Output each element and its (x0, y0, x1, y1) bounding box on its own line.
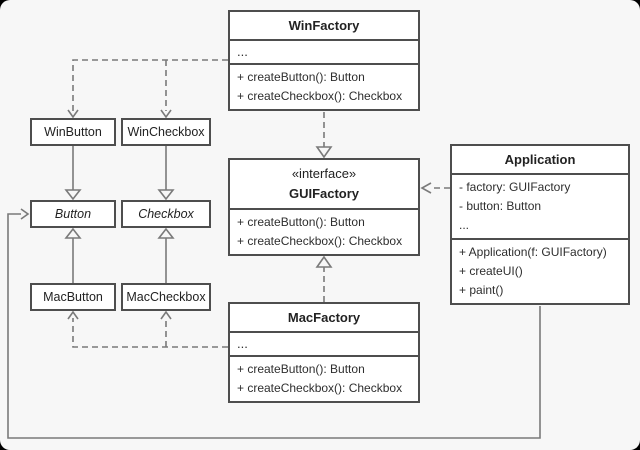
inheritance-wincheckbox-checkbox (157, 146, 175, 201)
method-create-button: + createButton(): Button (237, 70, 365, 84)
class-winfactory-methods: + createButton(): Button + createCheckbo… (230, 63, 418, 109)
method-create-checkbox: + createCheckbox(): Checkbox (237, 381, 403, 395)
field-ellipsis: ... (459, 218, 470, 232)
class-application-fields: - factory: GUIFactory - button: Button .… (452, 173, 628, 238)
inheritance-winbutton-button (64, 146, 82, 201)
realization-macfactory-guifactory (315, 255, 333, 302)
class-winbutton: WinButton (30, 118, 116, 146)
dependency-winfactory-wincheckbox (160, 60, 172, 119)
realization-winfactory-guifactory (315, 112, 333, 159)
interface-stereotype: «interface» (291, 166, 357, 181)
class-macfactory: MacFactory ... + createButton(): Button … (228, 302, 420, 403)
field-button: - button: Button (459, 199, 542, 213)
method-constructor: + Application(f: GUIFactory) (459, 245, 607, 259)
class-application-methods: + Application(f: GUIFactory) + createUI(… (452, 238, 628, 303)
class-wincheckbox: WinCheckbox (121, 118, 211, 146)
inheritance-maccheckbox-checkbox (157, 227, 175, 283)
interface-guifactory-title: «interface» GUIFactory (230, 160, 418, 208)
class-application: Application - factory: GUIFactory - butt… (450, 144, 630, 305)
method-paint: + paint() (459, 283, 504, 297)
class-maccheckbox: MacCheckbox (121, 283, 211, 311)
dependency-macfactory-maccheckbox (160, 310, 172, 347)
class-macfactory-name: MacFactory (287, 310, 361, 325)
class-button: Button (30, 200, 116, 228)
dependency-application-guifactory (420, 182, 450, 194)
association-application-button (7, 208, 541, 439)
interface-guifactory-name: GUIFactory (288, 186, 360, 201)
class-macbutton: MacButton (30, 283, 116, 311)
class-macfactory-methods: + createButton(): Button + createCheckbo… (230, 355, 418, 401)
method-create-button: + createButton(): Button (237, 362, 365, 376)
interface-guifactory: «interface» GUIFactory + createButton():… (228, 158, 420, 256)
class-checkbox: Checkbox (121, 200, 211, 228)
field-factory: - factory: GUIFactory (459, 180, 571, 194)
class-winfactory: WinFactory ... + createButton(): Button … (228, 10, 420, 111)
dependency-macfactory-macbutton (67, 310, 228, 348)
class-application-name: Application (504, 152, 576, 167)
method-create-ui: + createUI() (459, 264, 523, 278)
method-create-checkbox: + createCheckbox(): Checkbox (237, 234, 403, 248)
class-macfactory-fields: ... (230, 331, 418, 355)
interface-guifactory-methods: + createButton(): Button + createCheckbo… (230, 208, 418, 254)
dependency-winfactory-winbutton (67, 59, 228, 119)
method-create-button: + createButton(): Button (237, 215, 365, 229)
method-create-checkbox: + createCheckbox(): Checkbox (237, 89, 403, 103)
class-winfactory-fields: ... (230, 39, 418, 63)
class-winfactory-name: WinFactory (288, 18, 360, 33)
inheritance-macbutton-button (64, 227, 82, 283)
